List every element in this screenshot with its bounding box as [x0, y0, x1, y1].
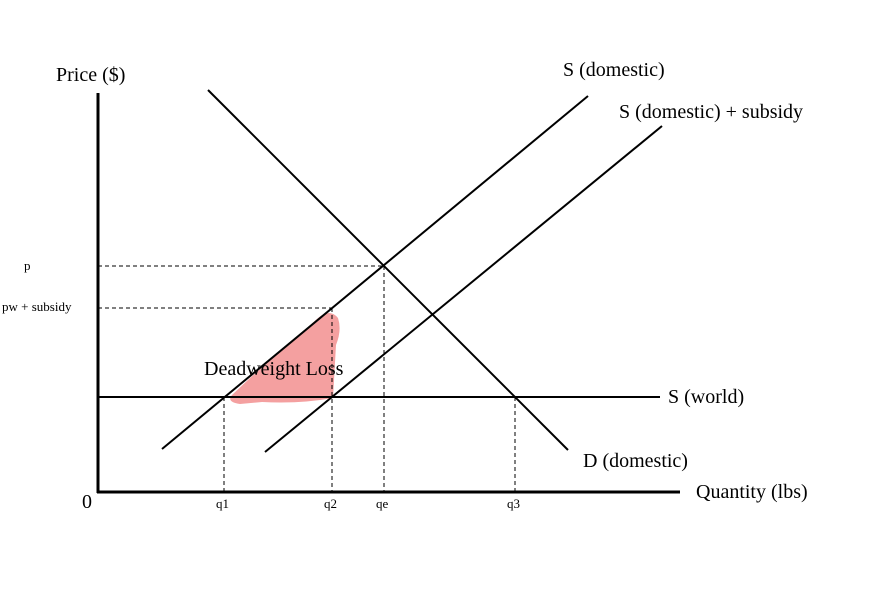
- demand-domestic-line: [207, 89, 569, 451]
- x-axis-label: Quantity (lbs): [696, 481, 808, 503]
- demand-domestic-label: D (domestic): [583, 450, 688, 472]
- origin-label: 0: [82, 491, 92, 513]
- qe-label: qe: [376, 496, 389, 511]
- price-p-label: p: [24, 258, 31, 273]
- q3-label: q3: [507, 496, 520, 511]
- q1-label: q1: [216, 496, 229, 511]
- supply-domestic-subsidy-line: [264, 125, 663, 453]
- supply-domestic-line: [161, 95, 589, 450]
- y-axis-label: Price ($): [56, 64, 125, 86]
- supply-domestic-label: S (domestic): [563, 59, 665, 81]
- supply-domestic-subsidy-label: S (domestic) + subsidy: [619, 101, 803, 123]
- deadweight-loss-label: Deadweight Loss: [204, 358, 344, 380]
- q2-label: q2: [324, 496, 337, 511]
- supply-world-label: S (world): [668, 386, 744, 408]
- price-pw-subsidy-label: pw + subsidy: [2, 299, 72, 314]
- deadweight-loss-region: [230, 313, 340, 404]
